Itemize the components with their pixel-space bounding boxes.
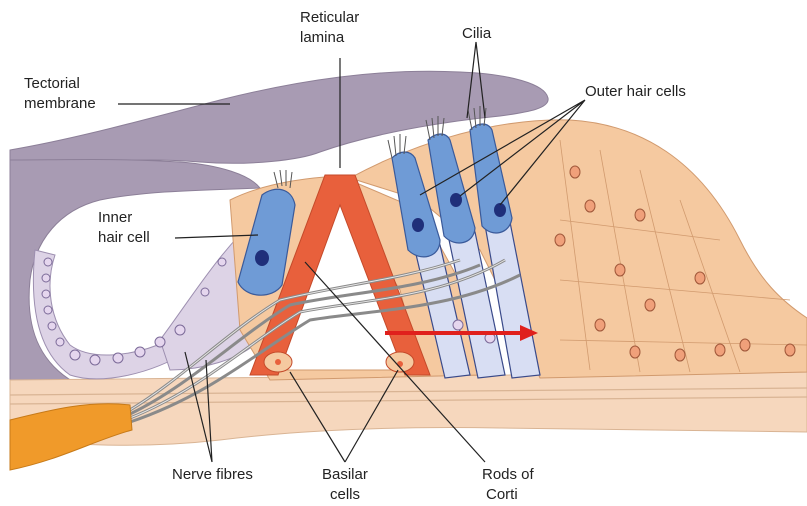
- label-reticular-1: Reticular: [300, 9, 359, 26]
- label-basilar-2: cells: [330, 486, 360, 503]
- label-basilar-1: Basilar: [322, 466, 368, 483]
- label-outer-hair-cells: Outer hair cells: [585, 83, 686, 100]
- label-rods-1: Rods of: [482, 466, 535, 483]
- outer-hair-cell-3-nucleus: [494, 203, 506, 217]
- label-tectorial-1: Tectorial: [24, 75, 80, 92]
- label-cilia: Cilia: [462, 25, 492, 42]
- basilar-cell-left-nucleus: [275, 359, 281, 365]
- label-inner-2: hair cell: [98, 229, 150, 246]
- outer-hair-cell-1-nucleus: [412, 218, 424, 232]
- inner-hair-cell-nucleus: [255, 250, 269, 266]
- label-tectorial-2: membrane: [24, 95, 96, 112]
- label-nerve-fibres: Nerve fibres: [172, 466, 253, 483]
- label-inner-1: Inner: [98, 209, 132, 226]
- label-rods-2: Corti: [486, 486, 518, 503]
- label-reticular-2: lamina: [300, 29, 345, 46]
- outer-cell-1-lower-nucleus: [453, 320, 463, 330]
